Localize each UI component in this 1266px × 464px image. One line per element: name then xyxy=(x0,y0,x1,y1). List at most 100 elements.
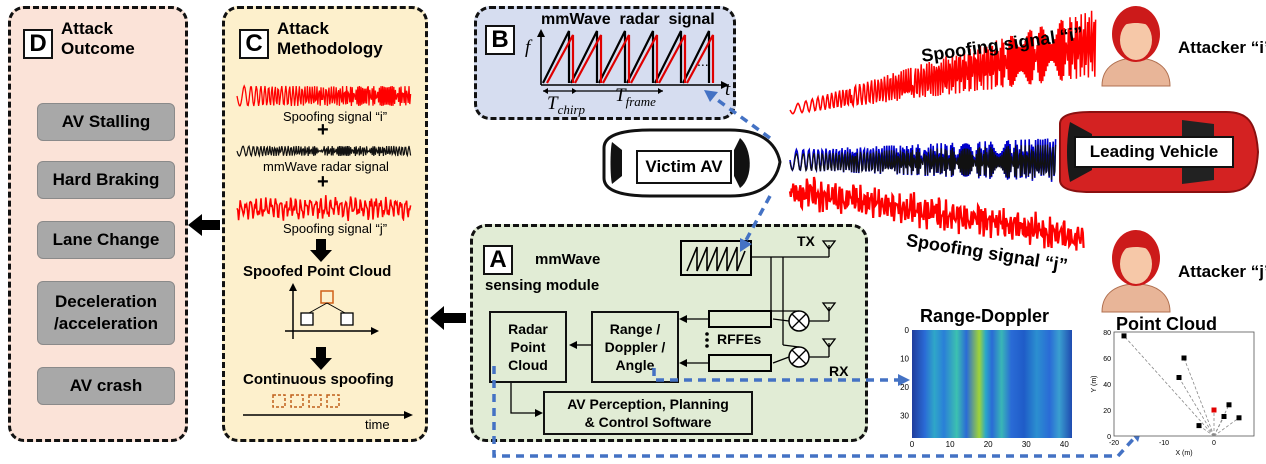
panel-radar-signal: B mmWave radar signal f t ... Tchirp Tfr… xyxy=(474,6,736,120)
rd-y-tick: 30 xyxy=(900,411,909,420)
arrow-a-to-c xyxy=(430,306,466,330)
a-tx-label: TX xyxy=(797,233,815,249)
pc-ray xyxy=(1123,335,1215,437)
c-spoof-i-label: Spoofing signal “i” xyxy=(283,109,388,124)
pc-point xyxy=(1211,407,1217,413)
b-tframe-label: Tframe xyxy=(615,85,656,110)
panel-sensing-module: A mmWave sensing module xyxy=(470,224,868,442)
rd-y-tick: 20 xyxy=(900,383,909,392)
pc-point xyxy=(1181,355,1187,361)
c-point-cloud-sketch xyxy=(285,283,379,339)
b-t-label: t xyxy=(725,79,731,100)
a-rda-line3: Angle xyxy=(615,357,655,373)
a-radar-pc-line2: Point xyxy=(510,339,546,355)
pc-ray xyxy=(1213,417,1240,437)
pc-x-axis-label: X (m) xyxy=(1175,450,1192,457)
b-f-label: f xyxy=(525,37,531,58)
panel-attack-outcome: D Attack Outcome AV Stalling Hard Brakin… xyxy=(8,6,188,442)
pc-x-tick: -20 xyxy=(1109,440,1119,447)
range-doppler-heatmap: 0 10 20 30 40 0 10 20 30 xyxy=(900,326,1072,449)
radar-wave-echo xyxy=(789,144,1057,180)
outcome-av-crash: AV crash xyxy=(37,367,175,405)
rd-x-tick: 40 xyxy=(1060,440,1069,449)
arrow-c-to-d xyxy=(188,214,220,236)
rd-x-tick: 30 xyxy=(1022,440,1031,449)
b-tframe-subscript: frame xyxy=(625,93,656,109)
panel-a-title-line2: sensing module xyxy=(485,277,600,294)
c-spoof-j-wave xyxy=(236,195,412,221)
outcome-deceleration-line2: /acceleration xyxy=(54,314,158,333)
pc-y-tick: 80 xyxy=(1103,330,1111,337)
range-doppler-title: Range-Doppler xyxy=(920,306,1050,326)
attacker-i-avatar-icon xyxy=(1101,6,1171,87)
c-time-sequence xyxy=(243,394,413,419)
a-av-sw-line1: AV Perception, Planning xyxy=(567,396,729,412)
attacker-j-avatar-icon xyxy=(1101,230,1171,313)
outcome-av-stalling: AV Stalling xyxy=(37,103,175,141)
rd-y-tick: 10 xyxy=(900,354,909,363)
b-tchirp-label: Tchirp xyxy=(547,93,585,118)
leading-vehicle-label: Leading Vehicle xyxy=(1074,136,1234,168)
link-a-to-point-cloud xyxy=(492,366,1138,458)
pc-y-tick: 60 xyxy=(1103,356,1111,363)
c-plus-2: + xyxy=(317,171,329,193)
b-tchirp-subscript: chirp xyxy=(557,101,586,117)
pc-x-tick: 0 xyxy=(1212,440,1216,447)
link-victim-to-a xyxy=(742,195,772,245)
c-radar-wave xyxy=(236,144,412,158)
pc-point xyxy=(1226,402,1232,408)
rd-x-tick: 10 xyxy=(946,440,955,449)
link-victim-to-b xyxy=(710,94,772,140)
panel-d-title: Attack Outcome xyxy=(61,19,135,59)
pc-point xyxy=(1221,414,1227,419)
panel-c-title-line1: Attack xyxy=(277,19,329,38)
c-continuous-spoofing: Continuous spoofing xyxy=(243,371,394,388)
link-a-to-range-doppler xyxy=(652,368,900,382)
attacker-j-label: Attacker “j” xyxy=(1178,262,1266,281)
a-radar-pc-line3: Cloud xyxy=(508,357,548,373)
pc-ray xyxy=(1183,357,1215,437)
c-time-label: time xyxy=(365,417,390,432)
panel-d-letter: D xyxy=(23,29,53,59)
c-radar-label: mmWave radar signal xyxy=(263,159,389,174)
rd-x-tick: 20 xyxy=(984,440,993,449)
rd-y-tick: 0 xyxy=(905,326,910,335)
spoofing-wave-i xyxy=(789,10,1097,115)
b-chirp-plot xyxy=(537,29,729,94)
outcome-lane-change: Lane Change xyxy=(37,221,175,259)
c-down-arrow-1 xyxy=(310,239,332,262)
a-av-software-box: AV Perception, Planning & Control Softwa… xyxy=(543,391,753,435)
point-cloud-scatter: -20-10010020406080X (m)Y (m) xyxy=(1091,330,1255,457)
pc-y-axis-label: Y (m) xyxy=(1091,376,1098,393)
attacker-i-label: Attacker “i” xyxy=(1178,38,1266,57)
c-spoof-i-wave xyxy=(236,84,412,107)
panel-d-title-line2: Outcome xyxy=(61,39,135,58)
a-block-diagram xyxy=(510,240,837,417)
a-radar-pc-line1: Radar xyxy=(508,321,548,337)
victim-av-label: Victim AV xyxy=(636,150,732,184)
pc-y-tick: 20 xyxy=(1103,408,1111,415)
a-radar-point-cloud-box: Radar Point Cloud xyxy=(489,311,567,383)
panel-d-title-line1: Attack xyxy=(61,19,113,38)
pc-ray xyxy=(1213,416,1225,437)
panel-attack-methodology: C Attack Methodology Spoofing signal “i”… xyxy=(222,6,428,442)
outcome-deceleration: Deceleration /acceleration xyxy=(37,281,175,345)
a-rffes-label: RFFEs xyxy=(717,331,762,347)
pc-point xyxy=(1176,375,1182,380)
a-range-doppler-angle-box: Range / Doppler / Angle xyxy=(591,311,679,383)
c-plus-1: + xyxy=(317,119,329,141)
b-tchirp-symbol: T xyxy=(547,93,558,114)
spoofing-wave-j xyxy=(788,176,1085,251)
a-rx-label: RX xyxy=(829,363,849,379)
point-cloud-title: Point Cloud xyxy=(1116,314,1217,334)
b-ellipsis: ... xyxy=(697,53,709,69)
a-rda-line2: Doppler / xyxy=(604,339,666,355)
rd-x-tick: 0 xyxy=(910,440,915,449)
pc-x-tick: -10 xyxy=(1159,440,1169,447)
panel-c-title-line2: Methodology xyxy=(277,39,383,58)
panel-c-letter: C xyxy=(239,29,269,59)
a-av-sw-line2: & Control Software xyxy=(584,414,712,430)
panel-c-title: Attack Methodology xyxy=(277,19,383,59)
c-spoofed-point-cloud: Spoofed Point Cloud xyxy=(243,263,392,280)
